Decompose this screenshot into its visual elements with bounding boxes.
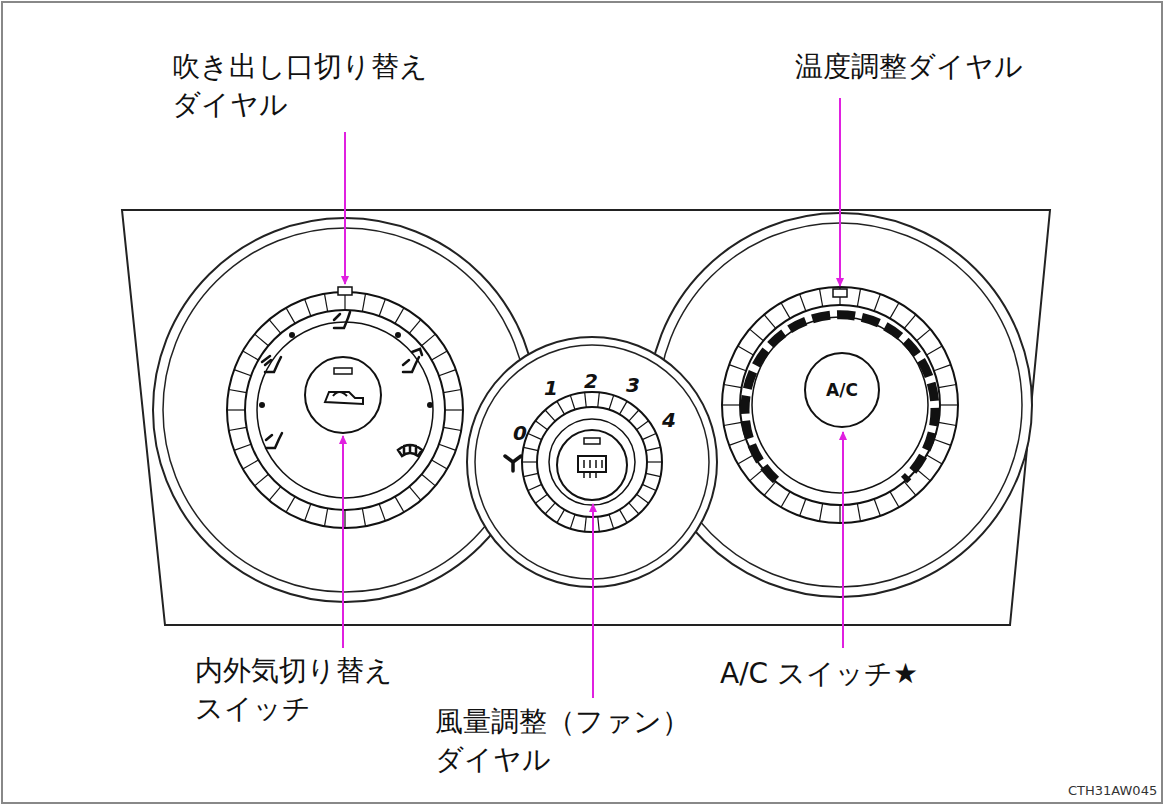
knurling bbox=[227, 287, 958, 532]
ac-button: A/C bbox=[804, 352, 880, 428]
fan-speed-number: 3 bbox=[626, 372, 640, 399]
figure-code: CTH31AW045 bbox=[1068, 782, 1157, 800]
rear-defogger-lines bbox=[584, 460, 602, 478]
callout-label: 温度調整ダイヤル bbox=[795, 48, 1095, 86]
indicator bbox=[334, 368, 352, 374]
callout-label: 風量調整（ファン） ダイヤル bbox=[435, 703, 720, 779]
recirc-button bbox=[305, 357, 381, 433]
fan-speed-number: 4 bbox=[662, 407, 676, 434]
temperature-scale bbox=[745, 315, 935, 480]
mode-icons bbox=[262, 312, 422, 456]
button-text: A/C bbox=[826, 380, 858, 400]
fan-icon bbox=[505, 456, 521, 471]
leader-lines bbox=[343, 98, 843, 698]
callout-label: 内外気切り替え スイッチ bbox=[195, 652, 410, 728]
callout-label: 吹き出し口切り替え ダイヤル bbox=[172, 48, 452, 124]
index-mark bbox=[833, 289, 847, 297]
recirc-icon bbox=[325, 392, 363, 404]
indicator bbox=[584, 438, 600, 444]
fan-speed-number: 2 bbox=[584, 368, 598, 395]
defog-button bbox=[557, 430, 627, 500]
fan-speed-number: 1 bbox=[544, 375, 558, 402]
index-mark bbox=[338, 287, 352, 295]
callout-label: A/C スイッチ★ bbox=[720, 655, 980, 693]
panel-outline bbox=[122, 210, 1050, 625]
fan-speed-number: 0 bbox=[513, 420, 527, 447]
